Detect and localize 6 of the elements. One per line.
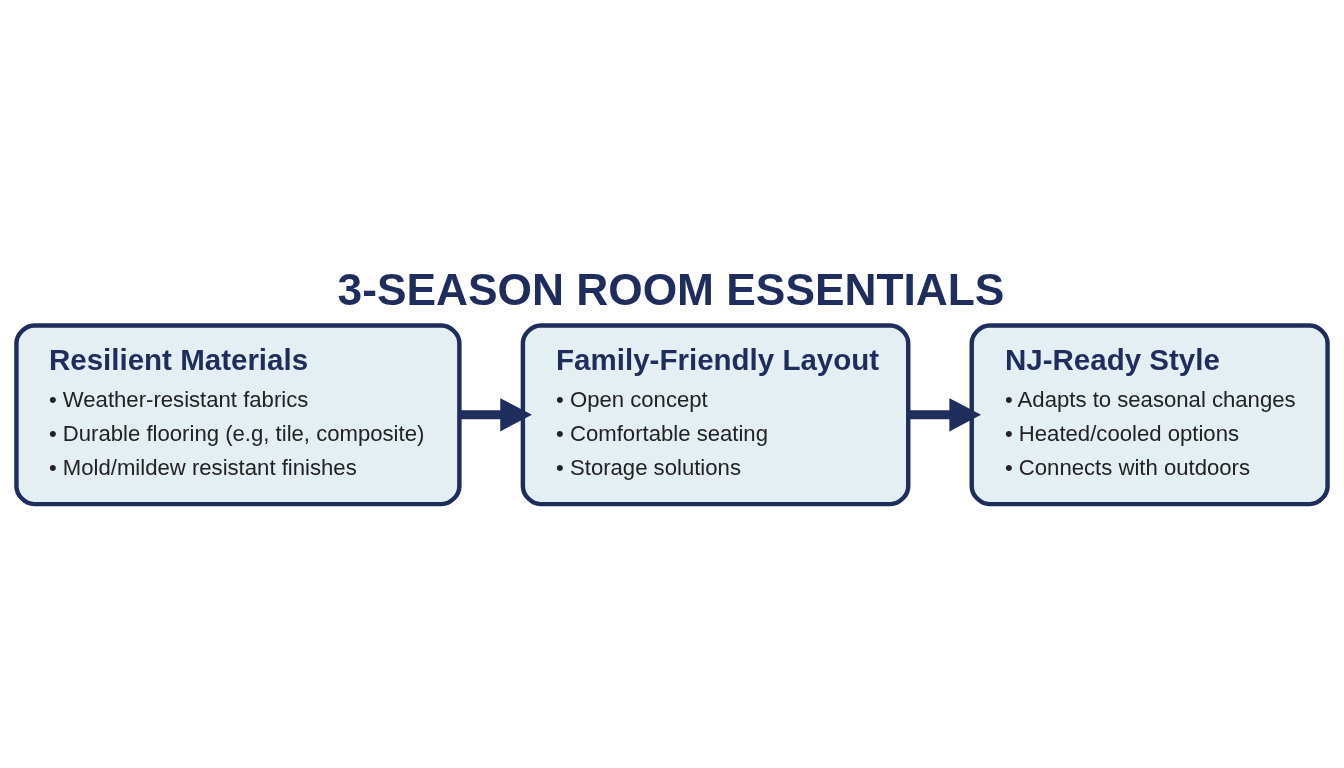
arrow: [460, 397, 532, 431]
node-box: NJ-Ready Style • Adapts to seasonal changes • Heated/cooled options • Connects with outdoors: [969, 322, 1330, 506]
node-box: Family-Friendly Layout • Open concept • Comfortable seating • Storage solutions: [520, 322, 911, 506]
diagram-title: 3-SEASON ROOM ESSENTIALS: [337, 264, 1005, 314]
arrow: [908, 397, 982, 431]
node-box: Resilient Materials • Weather-resistant fabrics • Durable flooring (e.g, tile, composite) • Mold/mildew resistant finishes: [14, 322, 462, 506]
